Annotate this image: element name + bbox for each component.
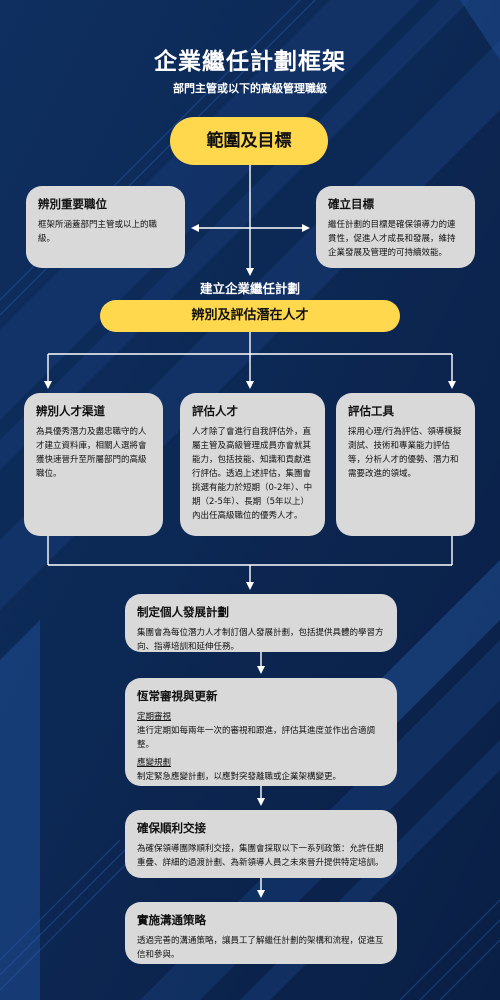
set-goals-card: 確立目標 繼任計劃的目標是確保領導力的連貫性，促進人才成長和發展，維持企業發展及…	[316, 186, 475, 268]
card-title: 制定個人發展計劃	[137, 605, 229, 619]
card-text: 集團會為每位潛力人才制訂個人發展計劃，包括提供具體的學習方向、指導培訓和延伸任務…	[137, 628, 384, 652]
card-title: 確保順利交接	[137, 821, 206, 835]
card-title: 辨別重要職位	[38, 197, 107, 211]
talent-pipeline-card: 辨別人才渠道 為具優秀潛力及盡忠職守的人才建立資料庫，相關人選將會獲快速晉升至所…	[24, 393, 163, 536]
identify-positions-card: 辨別重要職位 框架所涵蓋部門主管或以上的職級。	[26, 186, 185, 268]
card-text: 進行定期如每兩年一次的審視和跟進，評估其進度並作出合適調整。	[137, 726, 376, 750]
scope-pill: 範圍及目標	[170, 117, 328, 165]
card-subheading: 定期審視	[137, 712, 172, 722]
card-text: 制定緊急應變計劃，以應對突發離職或企業架構變更。	[137, 772, 342, 782]
assessment-tools-card: 評估工具 採用心理/行為評估、領導模擬測試、技術和專業能力評估等，分析人才的優勢…	[336, 393, 475, 536]
review-update-card: 恆常審視與更新 定期審視 進行定期如每兩年一次的審視和跟進，評估其進度並作出合適…	[125, 678, 397, 786]
handover-card: 確保順利交接 為確保領導團隊順利交接，集團會採取以下一系列政策：允許任期重疊、詳…	[125, 810, 397, 878]
card-title: 恆常審視與更新	[137, 689, 218, 703]
page-title: 企業繼任計劃框架	[154, 49, 346, 75]
identify-talent-pill: 辨別及評估潛在人才	[100, 300, 400, 332]
card-subheading: 應變規劃	[137, 758, 172, 768]
card-text: 繼任計劃的目標是確保領導力的連貫性，促進人才成長和發展，維持企業發展及管理的可持…	[328, 220, 456, 258]
card-text: 為確保領導團隊順利交接，集團會採取以下一系列政策：允許任期重疊、詳細的過渡計劃、…	[137, 844, 384, 868]
development-plan-card: 制定個人發展計劃 集團會為每位潛力人才制訂個人發展計劃，包括提供具體的學習方向、…	[125, 594, 397, 652]
card-title: 評估工具	[348, 404, 394, 418]
communication-card: 實施溝通策略 透過完善的溝通策略，讓員工了解繼任計劃的架構和流程，促進互信和參與…	[125, 902, 397, 964]
card-text: 人才除了會進行自我評估外，直屬主管及高級管理成員亦會就其能力，包括技能、知識和貢…	[192, 427, 313, 521]
card-text: 透過完善的溝通策略，讓員工了解繼任計劃的架構和流程，促進互信和參與。	[137, 936, 384, 960]
card-title: 辨別人才渠道	[36, 404, 105, 418]
page-subtitle: 部門主管或以下的高級管理職級	[173, 82, 327, 95]
card-title: 實施溝通策略	[137, 913, 206, 927]
assess-talent-card: 評估人才 人才除了會進行自我評估外，直屬主管及高級管理成員亦會就其能力，包括技能…	[180, 393, 325, 536]
card-title: 確立目標	[328, 197, 374, 211]
card-title: 評估人才	[192, 404, 238, 418]
card-text: 採用心理/行為評估、領導模擬測試、技術和專業能力評估等，分析人才的優勢、潛力和需…	[348, 427, 462, 479]
build-plan-label: 建立企業繼任計劃	[199, 281, 300, 296]
card-text: 框架所涵蓋部門主管或以上的職級。	[38, 220, 158, 244]
card-text: 為具優秀潛力及盡忠職守的人才建立資料庫，相關人選將會獲快速晉升至所屬部門的高級職…	[36, 427, 147, 479]
